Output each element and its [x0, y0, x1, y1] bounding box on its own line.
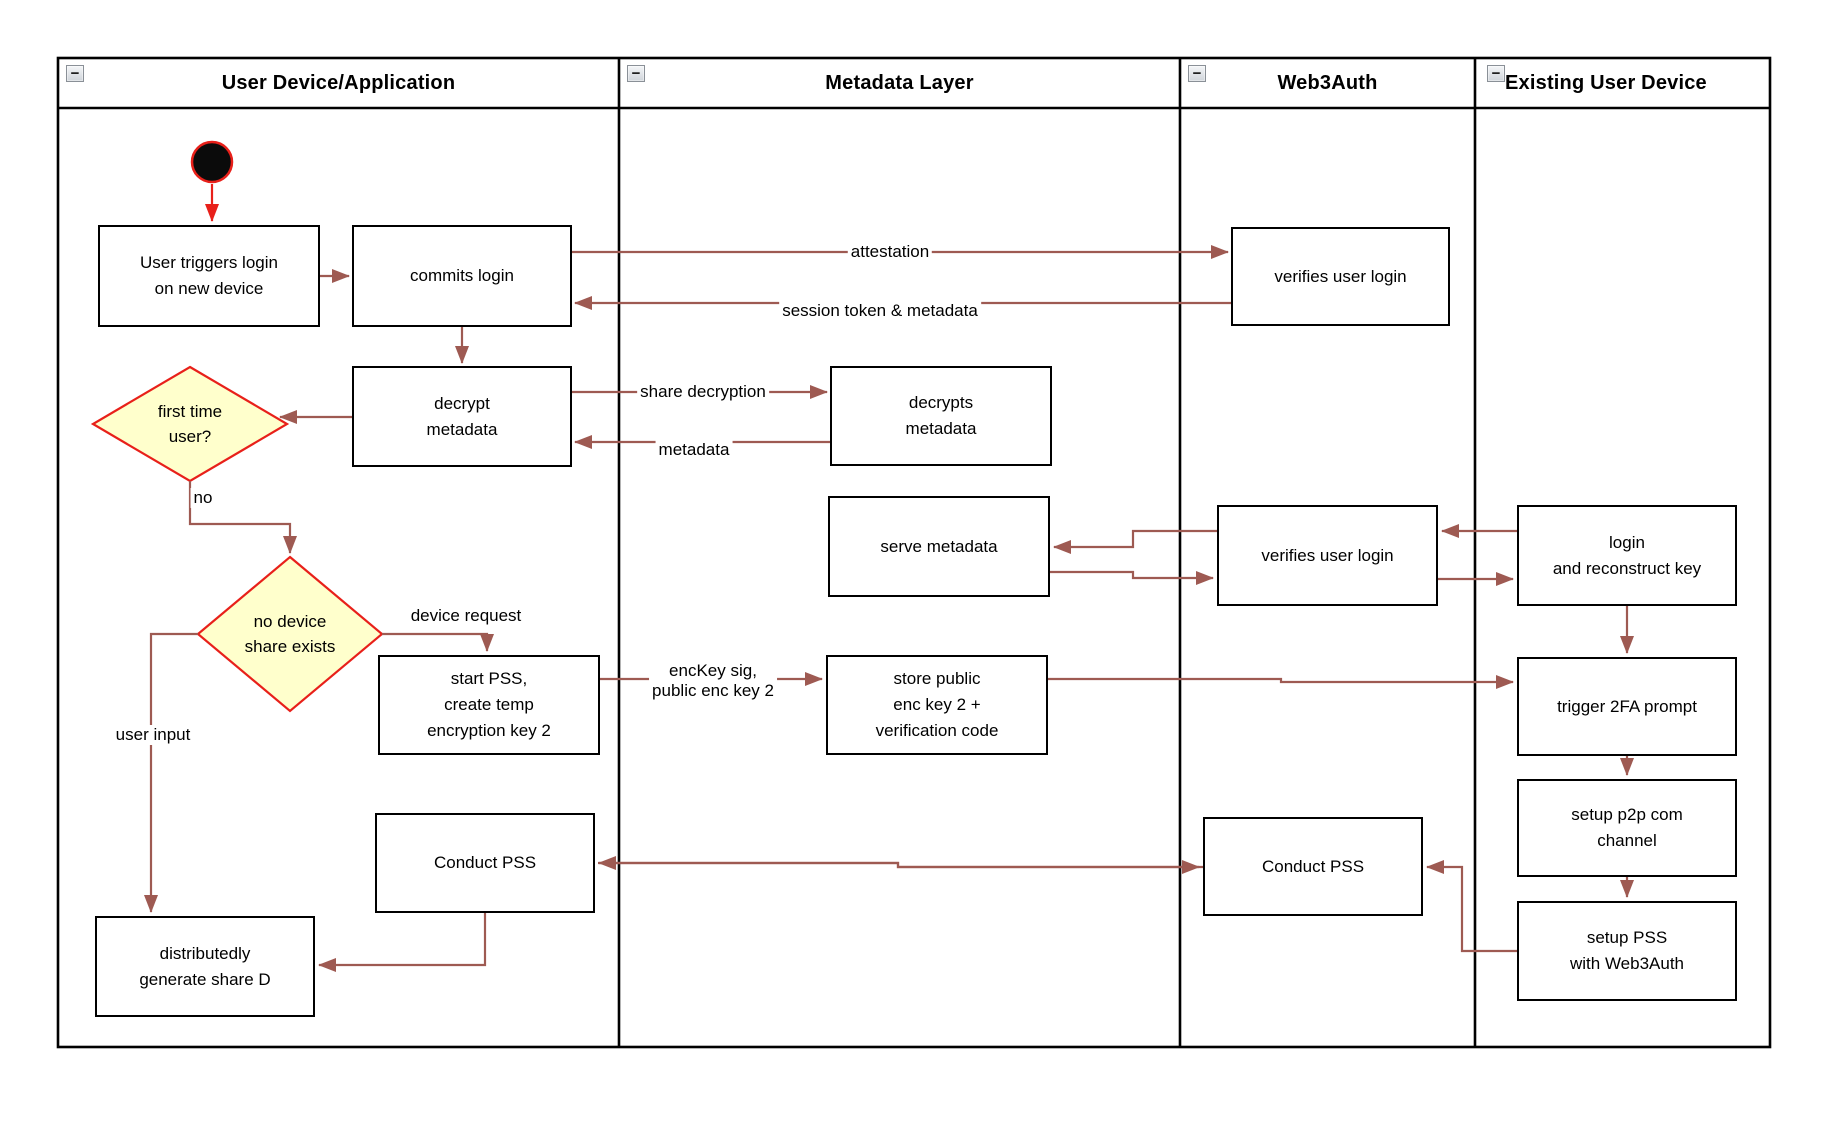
- decision-first-time-user-label: first time user?: [157, 402, 223, 446]
- edge-user-input: [144, 632, 198, 913]
- node-conduct-pss-user[interactable]: Conduct PSS: [375, 813, 595, 913]
- node-verifies-user-login-mid[interactable]: verifies user login: [1217, 505, 1438, 606]
- collapse-icon[interactable]: [627, 65, 645, 82]
- node-start-pss[interactable]: start PSS, create temp encryption key 2: [378, 655, 600, 755]
- node-trigger-2fa-prompt[interactable]: trigger 2FA prompt: [1517, 657, 1737, 756]
- edge-label-no: no: [190, 488, 216, 508]
- collapse-icon[interactable]: [66, 65, 84, 82]
- node-conduct-pss-web3auth[interactable]: Conduct PSS: [1203, 817, 1423, 916]
- edge-label-share-decryption: share decryption: [637, 382, 769, 402]
- node-distributedly-generate[interactable]: distributedly generate share D: [95, 916, 315, 1017]
- node-setup-pss-with-web3auth[interactable]: setup PSS with Web3Auth: [1517, 901, 1737, 1001]
- node-store-public-enc-key[interactable]: store public enc key 2 + verification co…: [826, 655, 1048, 755]
- node-verifies-user-login-top[interactable]: verifies user login: [1231, 227, 1450, 326]
- edge-store-to-trigger2fa: [1048, 675, 1514, 689]
- decision-no-device-share-label: no device share exists: [244, 612, 336, 656]
- edge-device-request: [382, 632, 494, 652]
- edge-label-session-token: session token & metadata: [779, 301, 981, 321]
- node-decrypt-metadata[interactable]: decrypt metadata: [352, 366, 572, 467]
- edge-verifies-to-serve: [1053, 529, 1217, 554]
- edge-no-branch: [188, 481, 297, 554]
- edge-label-enckey-sig: encKey sig, public enc key 2: [649, 661, 777, 701]
- edge-conduct-to-distributedly: [318, 913, 487, 972]
- edge-label-user-input: user input: [112, 725, 194, 745]
- edge-label-metadata: metadata: [655, 440, 733, 460]
- node-commits-login[interactable]: commits login: [352, 225, 572, 327]
- collapse-icon[interactable]: [1188, 65, 1206, 82]
- collapse-icon[interactable]: [1487, 65, 1505, 82]
- node-login-and-reconstruct-key[interactable]: login and reconstruct key: [1517, 505, 1737, 606]
- lane-header-metadata-layer: Metadata Layer: [825, 71, 974, 94]
- lane-header-user-device: User Device/Application: [221, 71, 456, 94]
- node-user-triggers-login[interactable]: User triggers login on new device: [98, 225, 320, 327]
- node-serve-metadata[interactable]: serve metadata: [828, 496, 1050, 597]
- pool-frame: [56, 56, 1772, 1049]
- node-setup-p2p-com-channel[interactable]: setup p2p com channel: [1517, 779, 1737, 877]
- start-node[interactable]: [190, 140, 234, 184]
- lane-header-web3auth: Web3Auth: [1277, 71, 1378, 94]
- edge-setup-pss-to-conduct: [1426, 860, 1517, 953]
- edge-label-attestation: attestation: [847, 242, 933, 262]
- decision-no-device-share[interactable]: [196, 555, 384, 713]
- lane-header-existing-device: Existing User Device: [1505, 71, 1707, 94]
- edge-label-device-request: device request: [410, 606, 522, 625]
- node-decrypts-metadata[interactable]: decrypts metadata: [830, 366, 1052, 466]
- edge-conduct-pss-leftward: [598, 856, 1203, 870]
- edge-serve-to-verifies: [1050, 570, 1214, 585]
